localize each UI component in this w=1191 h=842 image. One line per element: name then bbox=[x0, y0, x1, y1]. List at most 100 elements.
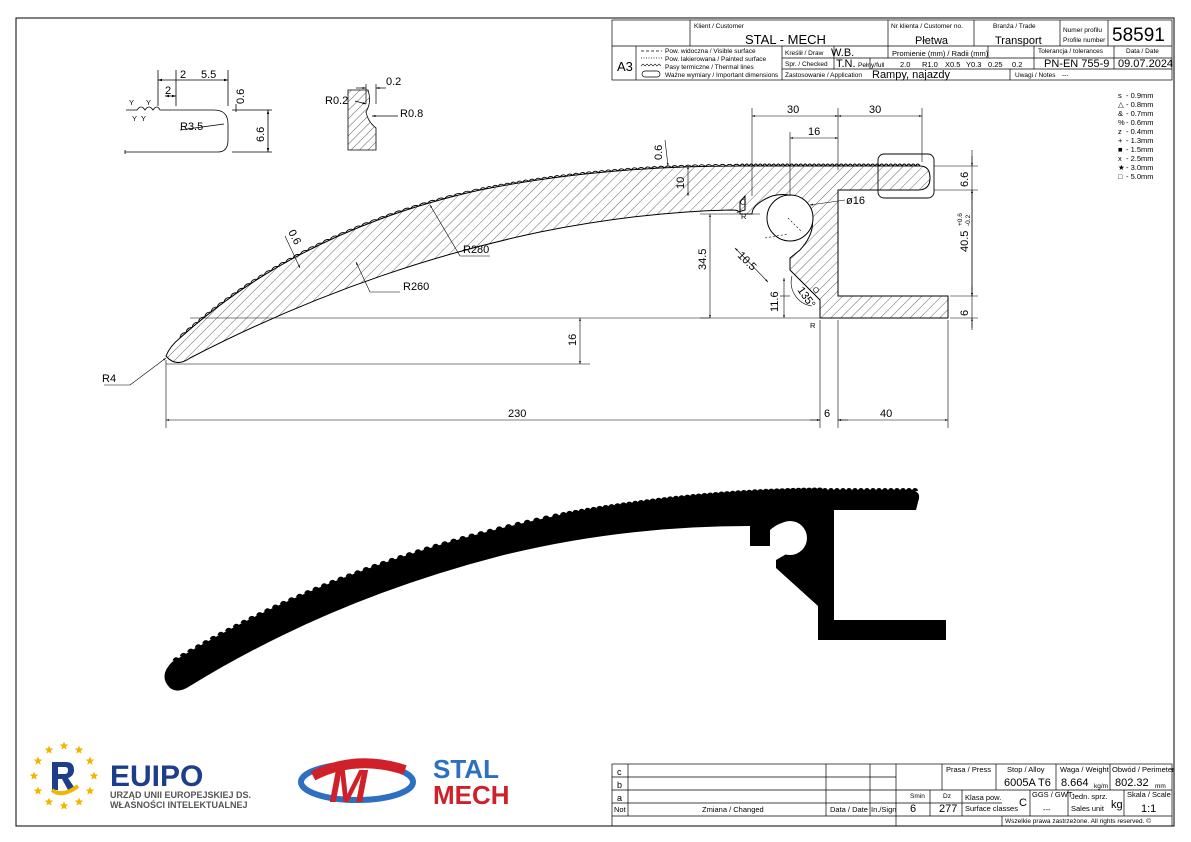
eu-star-icon bbox=[33, 786, 43, 795]
dim-r0-8: R0.8 bbox=[400, 108, 423, 120]
y-mark-4: Y bbox=[141, 114, 146, 123]
radius-legend-symbol: x bbox=[1118, 154, 1122, 163]
scale-label: Skala / Scale bbox=[1127, 790, 1171, 799]
revision-block bbox=[611, 763, 1173, 827]
sales-unit: kg bbox=[1111, 799, 1123, 811]
customer-label: Klient / Customer bbox=[694, 23, 745, 30]
dz-label: Dz bbox=[943, 793, 951, 800]
dim-30b: 30 bbox=[869, 104, 881, 116]
dim-r260: R260 bbox=[403, 281, 429, 293]
detail-tooth bbox=[347, 84, 398, 151]
stal-mech-line-1: STAL bbox=[433, 754, 499, 784]
dim-0-6c: 0.6 bbox=[285, 228, 303, 247]
eu-star-icon bbox=[85, 786, 95, 795]
radius-legend-value: - 0.4mm bbox=[1126, 127, 1154, 136]
weight-label: Waga / Weight bbox=[1060, 765, 1110, 774]
radius-value-5: 0.25 bbox=[988, 60, 1003, 69]
radius-legend-value: - 0.9mm bbox=[1126, 91, 1154, 100]
checked-by: T.N. bbox=[836, 58, 856, 70]
radius-legend-symbol: & bbox=[1118, 109, 1123, 118]
smin-label: Smin bbox=[910, 793, 925, 800]
dim-6a: 6 bbox=[959, 310, 971, 316]
sheet-format: A3 bbox=[617, 59, 633, 74]
dim-6-6b: 6.6 bbox=[959, 172, 971, 187]
dim-11-6: 11.6 bbox=[769, 291, 781, 312]
radius-value-6: 0.2 bbox=[1012, 60, 1022, 69]
dim-5-5: 5.5 bbox=[201, 69, 216, 81]
dim-2b: 2 bbox=[165, 85, 171, 97]
stal-mech-line-2: MECH bbox=[433, 780, 510, 810]
perimeter: 802.32 bbox=[1115, 777, 1149, 789]
scale: 1:1 bbox=[1141, 803, 1156, 815]
drawn-by: W.B. bbox=[831, 47, 854, 59]
dim-r280: R280 bbox=[463, 244, 489, 256]
radius-legend-symbol: ■ bbox=[1118, 145, 1123, 154]
radius-legend-symbol: △ bbox=[1118, 100, 1125, 109]
legend-important: Ważne wymiary / Important dimensions bbox=[665, 72, 779, 79]
r-mark-1: R bbox=[741, 212, 747, 221]
weight: 8.664 bbox=[1061, 777, 1089, 789]
radius-value-3: X0.5 bbox=[945, 60, 960, 69]
rev-row-c: c bbox=[617, 767, 622, 777]
legend-painted: Pow. lakierowana / Painted surface bbox=[665, 56, 767, 63]
dim-r3-5: R3.5 bbox=[180, 121, 203, 133]
drawn-label: Kreślił / Draw bbox=[785, 50, 824, 57]
press-label: Prasa / Press bbox=[946, 765, 991, 774]
radius-value-1: 2.0 bbox=[900, 60, 910, 69]
dim-10-5: 10.5 bbox=[735, 250, 759, 274]
application: Rampy, najazdy bbox=[872, 69, 951, 81]
rev-not-label: Not bbox=[614, 805, 627, 814]
eu-star-icon bbox=[33, 756, 43, 765]
surface-legend bbox=[640, 50, 662, 78]
y-mark-1: Y bbox=[129, 98, 134, 107]
eu-star-icon bbox=[59, 741, 69, 750]
dim-40-5: 40.5 bbox=[959, 231, 971, 252]
dim-40-5-tol-up: +0.6 bbox=[957, 213, 964, 226]
dim-16: 16 bbox=[808, 126, 820, 138]
eu-star-icon bbox=[44, 797, 54, 806]
notes: --- bbox=[1062, 72, 1069, 79]
dz: 277 bbox=[939, 803, 957, 815]
radius-legend-value: - 1.3mm bbox=[1126, 136, 1154, 145]
full-label: Pełny/full bbox=[858, 62, 885, 69]
eu-star-icon bbox=[29, 771, 39, 780]
r-mark-2: R bbox=[810, 321, 816, 330]
radius-legend-symbol: ★ bbox=[1118, 163, 1125, 172]
radius-legend-value: - 3.0mm bbox=[1126, 163, 1154, 172]
detail-serration bbox=[124, 70, 272, 154]
date-label: Data / Date bbox=[1126, 48, 1159, 55]
trade: Transport bbox=[995, 35, 1042, 47]
dim-0-6a: 0.6 bbox=[235, 89, 247, 104]
radius-legend-value: - 5.0mm bbox=[1126, 172, 1154, 181]
eu-star-icon bbox=[74, 745, 84, 754]
smin: 6 bbox=[910, 803, 916, 815]
radius-legend-value: - 1.5mm bbox=[1126, 145, 1154, 154]
dim-6-6a: 6.6 bbox=[255, 127, 267, 142]
eu-star-icon bbox=[59, 801, 69, 810]
rev-sign-label: In./Sign bbox=[871, 805, 896, 814]
euipo-logo: EUIPO URZĄD UNII EUROPEJSKIEJ DS. WŁASNO… bbox=[22, 740, 287, 815]
euipo-wordmark: EUIPO bbox=[110, 760, 203, 793]
dim-34-5: 34.5 bbox=[697, 249, 709, 270]
dim-16b: 16 bbox=[567, 334, 579, 346]
stal-mech-emblem: M bbox=[329, 760, 369, 812]
legend-thermal: Pasy termiczne / Thermal lines bbox=[665, 64, 754, 71]
main-dimensions bbox=[104, 108, 978, 428]
tolerances-label: Tolerancja / tolerances bbox=[1038, 48, 1104, 55]
profile-section bbox=[165, 153, 949, 363]
profile-silhouette bbox=[164, 487, 946, 691]
perimeter-label: Obwód / Perimeter bbox=[1112, 765, 1175, 774]
tolerances: PN-EN 755-9 bbox=[1044, 58, 1109, 70]
y-mark-2: Y bbox=[146, 98, 151, 107]
rev-change-label: Zmiana / Changed bbox=[702, 805, 764, 814]
radius-legend-value: - 0.8mm bbox=[1126, 100, 1154, 109]
dim-0-2: 0.2 bbox=[386, 76, 401, 88]
eu-star-icon bbox=[85, 756, 95, 765]
rev-row-a: a bbox=[617, 793, 622, 803]
dim-230: 230 bbox=[508, 408, 526, 420]
dim-10: 10 bbox=[675, 177, 687, 189]
notes-label: Uwagi / Notes bbox=[1015, 72, 1056, 79]
profile-number: 58591 bbox=[1112, 25, 1165, 46]
